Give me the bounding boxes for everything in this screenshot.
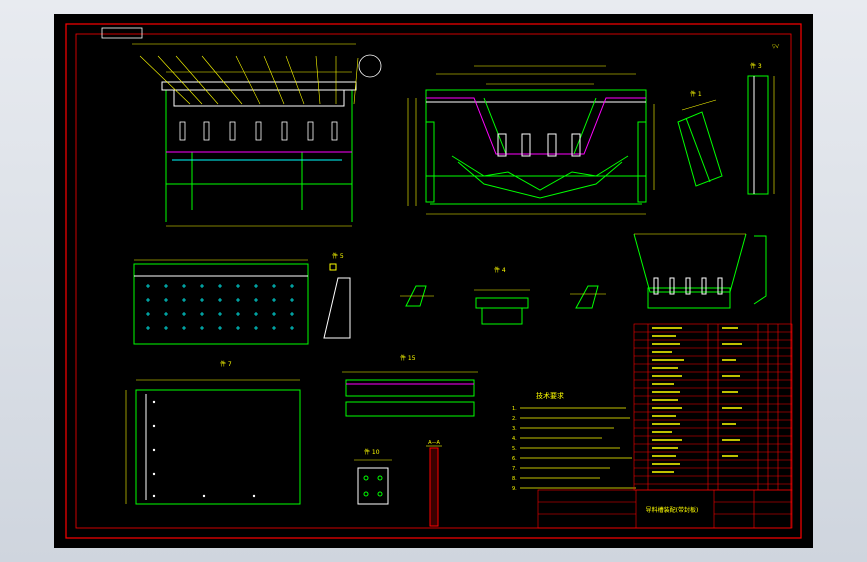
- part-10-drawing: [354, 459, 392, 505]
- title-block: [537, 489, 793, 529]
- section-aa-drawing: [426, 445, 442, 527]
- side-view: [161, 81, 357, 222]
- detail-aa-drawing: [633, 233, 767, 309]
- inner-frame: [75, 33, 792, 529]
- small-part-b: [570, 285, 606, 309]
- drawing-canvas[interactable]: 件 1 件 3 ▽√: [54, 14, 813, 548]
- tech-note: 5.: [512, 446, 517, 452]
- part-7-drawing: [125, 379, 301, 505]
- part-5-drawing: [323, 263, 351, 339]
- tech-note: 9.: [512, 486, 517, 492]
- detail-circle: [358, 54, 382, 78]
- tech-note-lines: [520, 407, 636, 489]
- part-7-label: 件 7: [220, 360, 232, 368]
- front-view: [425, 89, 647, 205]
- part-15-label: 件 15: [400, 354, 416, 362]
- part-3-drawing: [747, 75, 775, 195]
- tech-note: 8.: [512, 476, 517, 482]
- tech-note: 4.: [512, 436, 517, 442]
- part-5-label: 件 5: [332, 252, 344, 260]
- hole-grid: [146, 284, 294, 330]
- corner-tag-box: [101, 27, 143, 39]
- part-1-label: 件 1: [690, 90, 702, 98]
- tech-note: 3.: [512, 426, 517, 432]
- front-view-dimensions: [407, 65, 655, 215]
- tech-note: 1.: [512, 406, 517, 412]
- part-1-drawing: [677, 99, 723, 187]
- part-4-label: 件 4: [494, 266, 506, 274]
- roughness-mark: ▽√: [772, 44, 780, 50]
- tech-note: 6.: [512, 456, 517, 462]
- parts-list-table: [633, 323, 793, 491]
- drawing-svg: 件 1 件 3 ▽√: [65, 23, 802, 539]
- parts-list-marks: [652, 327, 742, 473]
- tech-note: 7.: [512, 466, 517, 472]
- side-view-rivets: [179, 121, 338, 141]
- side-view-dimensions: [132, 43, 359, 227]
- small-part-a: [400, 285, 434, 307]
- part-4-drawing: [474, 289, 530, 325]
- title-block-text: 导料槽装配(带封板): [646, 506, 699, 514]
- part-10-label: 件 10: [364, 448, 380, 456]
- tech-note: 2.: [512, 416, 517, 422]
- hole-layout-drawing: [133, 259, 309, 345]
- tech-notes: 1. 2. 3. 4. 5. 6. 7. 8. 9.: [512, 406, 517, 492]
- part-15-drawing: [342, 371, 478, 417]
- section-aa-label: A—A: [428, 440, 440, 446]
- part-7-holes: [152, 400, 256, 498]
- part-3-label: 件 3: [750, 62, 762, 70]
- tech-title: 技术要求: [536, 391, 564, 400]
- outer-frame: [65, 23, 802, 539]
